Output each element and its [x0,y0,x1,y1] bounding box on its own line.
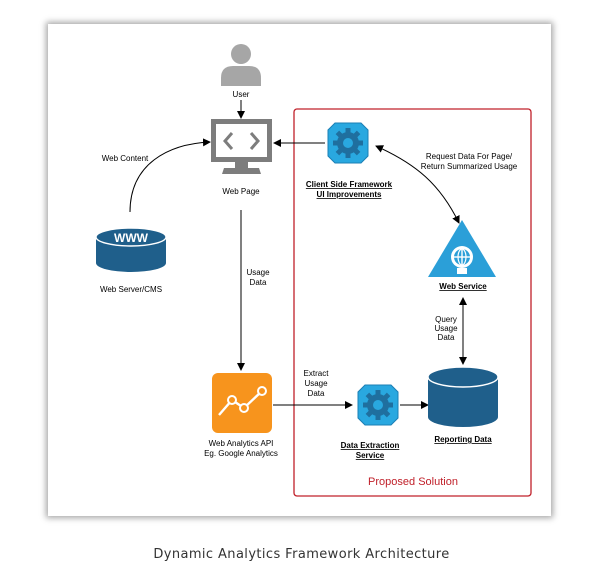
usage-data-label-1: Usage [246,268,270,277]
diagram-card: Proposed Solution User Web Page Web Cont… [48,24,551,516]
web-page-label: Web Page [222,187,260,196]
client-framework-label-2: UI Improvements [317,190,382,199]
query-usage-label-2: Usage [434,324,458,333]
extract-usage-label-1: Extract [304,369,330,378]
client-framework-label-1: Client Side Framework [306,180,393,189]
user-label: User [233,90,250,99]
globe-triangle-icon [428,220,496,277]
web-analytics-label-1: Web Analytics API [209,439,274,448]
analytics-chart-icon [212,373,272,433]
proposed-solution-boundary [293,108,532,497]
query-usage-label-3: Data [438,333,455,342]
query-usage-label-1: Query [435,315,457,324]
reporting-database-icon [427,366,499,427]
request-data-label-2: Return Summarized Usage [421,162,518,171]
proposed-solution-label: Proposed Solution [368,476,458,488]
web-content-arrow [129,138,211,213]
request-data-label-1: Request Data For Page/ [426,152,513,161]
database-icon [95,227,167,272]
figure-caption: Dynamic Analytics Framework Architecture [153,547,450,562]
web-analytics-label-2: Eg. Google Analytics [204,449,278,458]
web-service-label: Web Service [439,282,487,291]
web-content-label: Web Content [102,154,149,163]
www-icon-text: WWW [114,231,149,245]
client-gear-icon [327,122,369,164]
code-monitor-icon [211,119,272,174]
architecture-diagram: Proposed Solution User Web Page Web Cont… [95,44,532,497]
reporting-data-label: Reporting Data [434,435,492,444]
data-extraction-label-2: Service [356,451,385,460]
extract-usage-label-3: Data [308,389,325,398]
data-extraction-label-1: Data Extraction [341,441,400,450]
request-data-arrow [375,145,460,224]
gear-icon [357,384,399,426]
user-icon [221,44,261,86]
usage-data-label-2: Data [250,278,267,287]
web-server-label: Web Server/CMS [100,285,162,294]
extract-usage-label-2: Usage [304,379,328,388]
